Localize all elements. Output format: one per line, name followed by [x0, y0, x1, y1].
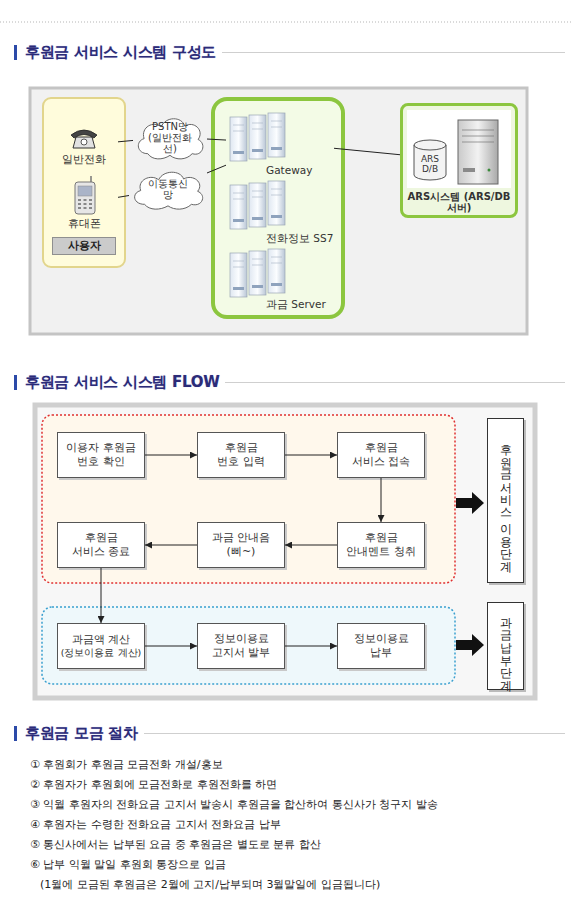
connector	[145, 455, 197, 456]
node-label: 과금액 계산	[72, 633, 131, 647]
node-label: ARS시스템 (ARS/DB서버)	[403, 191, 515, 213]
mobile-phone-icon	[75, 176, 95, 214]
node-label: 과금 Server	[266, 298, 334, 310]
node-label: 이동통신망	[144, 178, 192, 200]
node-label: 전화정보 SS7	[266, 232, 334, 244]
heading-text: 후원금 서비스 시스템 구성도	[25, 43, 216, 62]
node-label: 후원금 번호 입력	[213, 441, 269, 469]
node-label: 일반전화	[50, 153, 118, 166]
heading-bar	[14, 45, 17, 60]
node-label: PSTN망 (일반전화선)	[148, 121, 192, 154]
node-label: 후원금 안내멘트 청취	[343, 531, 419, 559]
ars-system-box: ARS D/B ARS시스템 (ARS/DB서버)	[400, 103, 518, 218]
stage-arrow	[456, 634, 484, 656]
connector	[207, 165, 226, 173]
node-label: 후원금서비스 이용단계	[499, 436, 513, 565]
section-heading: 후원금 서비스 시스템 FLOW	[14, 372, 565, 392]
connector	[207, 139, 226, 140]
server-node: 전화정보 SS7	[226, 178, 334, 244]
phone-node: 일반전화	[50, 124, 118, 166]
node-label: 휴대폰	[50, 217, 118, 230]
procedure-step: ④ 후원자는 수령한 전화요금 고지서 전화요금 납부	[30, 818, 281, 832]
node-label: 후원금 서비스 종료	[70, 531, 132, 559]
process-box: 정보이용료 고지서 발부	[197, 623, 285, 669]
connector	[145, 646, 197, 647]
procedure-step: ⑤ 통신사에서는 납부된 요금 중 후원금은 별도로 분류 합산	[30, 838, 321, 852]
connector	[334, 148, 400, 154]
database-cylinder: ARS D/B	[412, 138, 448, 182]
node-label: 이용자 후원금 번호 확인	[59, 441, 143, 469]
stage-box: 과금납부단계	[487, 602, 524, 690]
node-label: 과금납부단계	[499, 609, 513, 684]
heading-bar	[14, 726, 17, 741]
node-label: 정보이용료 납부	[350, 632, 412, 660]
node-label: 과금 안내음 (삐~)	[210, 531, 272, 559]
process-box: 과금액 계산(정보이용료 계산)	[57, 623, 145, 669]
network-cloud: PSTN망 (일반전화선)	[133, 112, 207, 162]
heading-text: 후원금 서비스 시스템 FLOW	[25, 373, 219, 392]
process-box: 후원금 서비스 종료	[57, 522, 145, 568]
ss7-server-image	[230, 181, 285, 229]
procedure-step: ① 후원회가 후원금 모금전화 개설/홍보	[30, 758, 223, 772]
top-dotted-rule	[0, 22, 573, 23]
connector	[285, 545, 337, 546]
heading-rule	[225, 382, 565, 383]
stage-arrow	[456, 492, 484, 514]
process-box: 정보이용료 납부	[337, 623, 425, 669]
procedure-step: (1월에 모금된 후원금은 2월에 고지/납부되며 3월말일에 입금됩니다)	[40, 878, 380, 892]
user-group-box: 일반전화휴대폰사용자	[42, 97, 126, 268]
connector	[101, 568, 102, 623]
usage-stage-region	[42, 415, 455, 583]
server-node: Gateway	[226, 110, 334, 176]
heading-rule	[144, 733, 565, 734]
process-box: 후원금 서비스 접속	[337, 432, 425, 478]
process-box: 후원금 안내멘트 청취	[337, 522, 425, 568]
stage-box: 후원금서비스 이용단계	[487, 418, 524, 583]
network-cloud: 이동통신망	[129, 166, 207, 212]
node-label: 정보이용료 고지서 발부	[210, 632, 272, 660]
node-label: Gateway	[266, 164, 334, 176]
procedure-step: ② 후원자가 후원회에 모금전화로 후원전화를 하면	[30, 778, 277, 792]
process-box: 과금 안내음 (삐~)	[197, 522, 285, 568]
heading-bar	[14, 375, 17, 390]
desk-phone-icon	[71, 130, 97, 148]
gateway-server-image	[230, 113, 285, 161]
server-node: 과금 Server	[226, 246, 334, 310]
procedure-step: ③ 익월 후원자의 전화요금 고지서 발송시 후원금을 합산하여 통신사가 청구…	[30, 798, 438, 812]
connector	[285, 455, 337, 456]
node-label: (정보이용료 계산)	[61, 647, 141, 659]
heading-text: 후원금 모금 절차	[25, 724, 138, 743]
connector	[381, 478, 382, 522]
connector	[285, 646, 337, 647]
node-label: 후원금 서비스 접속	[350, 441, 412, 469]
diagram-frame	[30, 88, 527, 334]
flow-frame	[35, 405, 535, 698]
section-heading: 후원금 모금 절차	[14, 723, 565, 743]
node-label: ARS D/B	[418, 154, 442, 174]
ars-server-icon	[458, 120, 498, 184]
mobile-node: 휴대폰	[50, 176, 118, 230]
procedure-step: ⑥ 납부 익월 말일 후원회 통장으로 입금	[30, 858, 226, 872]
server-group-box	[213, 99, 343, 317]
node-label: 사용자	[52, 237, 116, 255]
process-box: 이용자 후원금 번호 확인	[57, 432, 145, 478]
billing-server-image	[230, 249, 285, 297]
connector	[145, 545, 197, 546]
connector	[118, 140, 133, 141]
heading-rule	[222, 52, 565, 53]
process-box: 후원금 번호 입력	[197, 432, 285, 478]
connector	[118, 196, 129, 198]
section-heading: 후원금 서비스 시스템 구성도	[14, 42, 565, 62]
billing-stage-region	[42, 607, 455, 684]
